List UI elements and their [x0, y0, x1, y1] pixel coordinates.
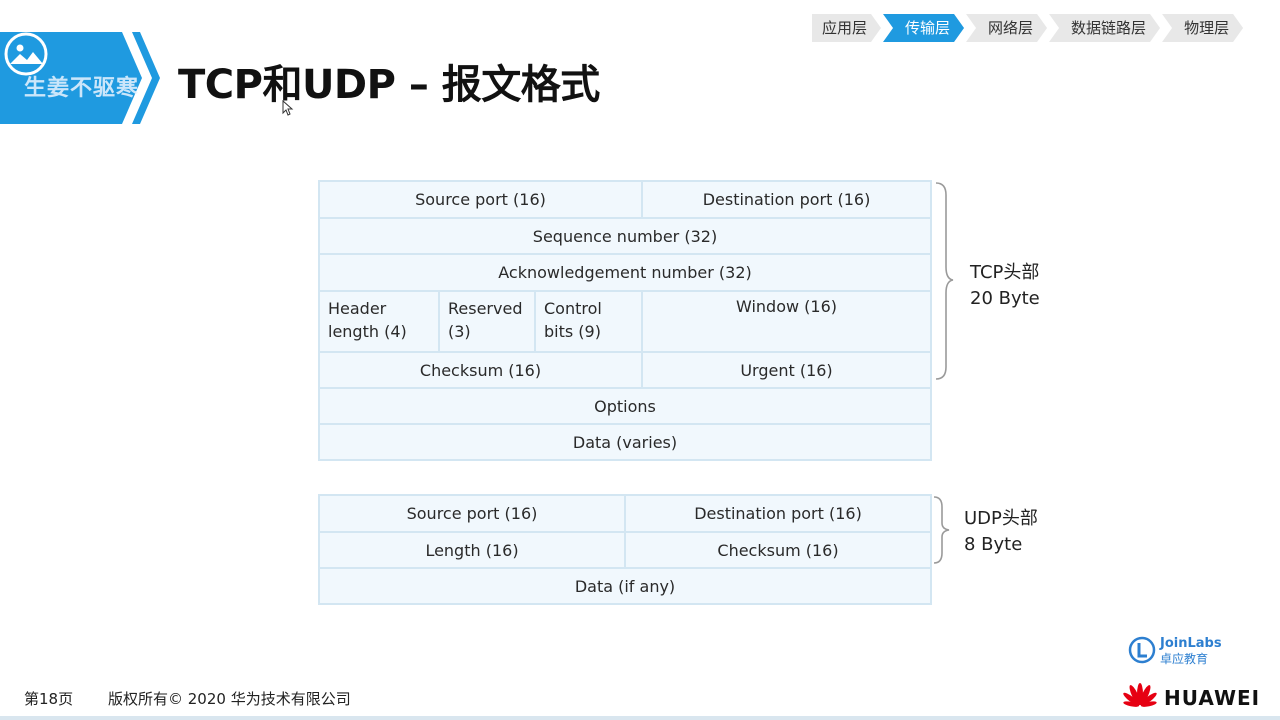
tcp-header-size-label: TCP头部 20 Byte [970, 260, 1040, 312]
nav-item-network-layer[interactable]: 网络层 [966, 14, 1047, 42]
udp-header-table: Source port (16) Destination port (16) L… [318, 494, 932, 605]
nav-item-physical-layer[interactable]: 物理层 [1162, 14, 1243, 42]
tcp-sequence-number-cell: Sequence number (32) [320, 219, 930, 255]
tcp-window-cell: Window (16) [643, 292, 930, 353]
udp-length-cell: Length (16) [320, 533, 626, 569]
page-title: TCP和UDP – 报文格式 [178, 62, 600, 108]
watermark-text: 生姜不驱寒 [24, 76, 140, 101]
udp-source-port-cell: Source port (16) [320, 496, 626, 533]
udp-header-label-line1: UDP头部 [964, 508, 1038, 529]
joinlabs-logo-icon [1128, 636, 1156, 664]
section-badge: 生姜不驱寒 [0, 32, 160, 124]
mouse-cursor-icon [282, 100, 294, 116]
nav-item-application-layer[interactable]: 应用层 [812, 14, 881, 42]
tcp-control-bits-cell: Control bits (9) [536, 292, 643, 353]
huawei-brand-text: HUAWEI [1164, 686, 1261, 710]
tcp-checksum-cell: Checksum (16) [320, 353, 643, 389]
tcp-header-length-cell: Header length (4) [320, 292, 440, 353]
layer-breadcrumb: 应用层 传输层 网络层 数据链路层 物理层 [812, 14, 1245, 42]
nav-item-transport-layer[interactable]: 传输层 [883, 14, 964, 42]
image-icon [4, 32, 48, 76]
huawei-logo-icon [1123, 683, 1157, 707]
tcp-header-label-line2: 20 Byte [970, 288, 1040, 309]
copyright-text: 版权所有© 2020 华为技术有限公司 [108, 690, 351, 708]
joinlabs-name-cn: 卓应教育 [1160, 652, 1209, 666]
tcp-data-cell: Data (varies) [572, 432, 678, 452]
udp-header-label-line2: 8 Byte [964, 534, 1023, 555]
page-number: 第18页 [24, 690, 74, 708]
tcp-urgent-cell: Urgent (16) [643, 353, 930, 389]
tcp-destination-port-cell: Destination port (16) [643, 182, 930, 219]
tcp-ack-number-cell: Acknowledgement number (32) [320, 255, 930, 292]
udp-destination-port-cell: Destination port (16) [626, 496, 930, 533]
tcp-header-label-line1: TCP头部 [970, 262, 1040, 283]
tcp-reserved-cell: Reserved (3) [440, 292, 536, 353]
udp-header-brace [933, 496, 950, 564]
joinlabs-name-en: JoinLabs [1160, 636, 1222, 651]
tcp-header-table: Source port (16) Destination port (16) S… [318, 180, 932, 461]
nav-item-datalink-layer[interactable]: 数据链路层 [1049, 14, 1160, 42]
tcp-header-brace [935, 182, 954, 380]
tcp-source-port-cell: Source port (16) [320, 182, 643, 219]
udp-header-size-label: UDP头部 8 Byte [964, 506, 1038, 558]
footer-divider [0, 716, 1280, 720]
tcp-options-cell: Options [320, 389, 930, 425]
udp-data-cell: Data (if any) [574, 576, 676, 596]
udp-checksum-cell: Checksum (16) [626, 533, 930, 569]
